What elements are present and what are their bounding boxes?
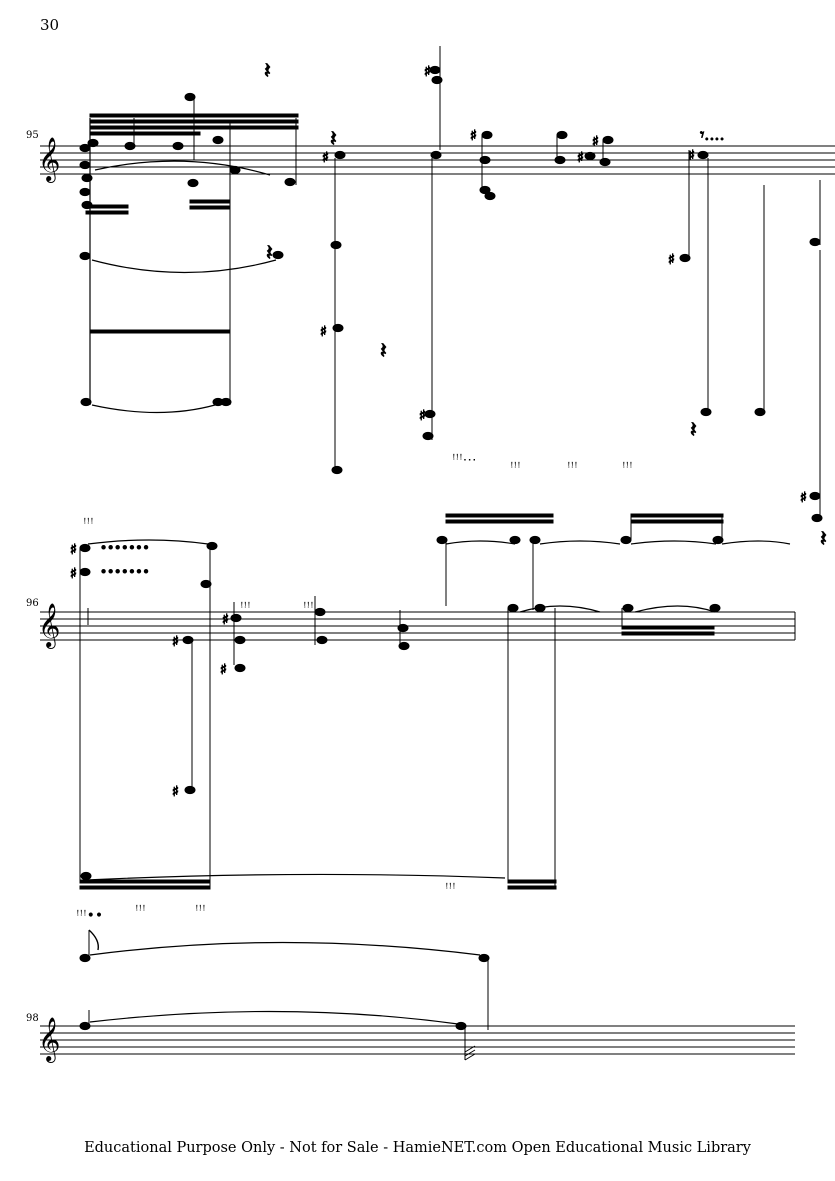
measure-number-95: 95 (26, 130, 39, 141)
svg-text:♯: ♯ (424, 64, 431, 80)
notes-system-95: 𝄽 𝄽 𝄽 𝄽 ♯ ♯ ♯ ♯ ♯ ♯ ♯ (79, 46, 821, 475)
page-number: 30 (40, 16, 60, 34)
svg-text:𝄽: 𝄽 (690, 418, 697, 443)
svg-text:ꜝꜝꜝ: ꜝꜝꜝ (510, 460, 521, 476)
svg-text:ꜝꜝꜝ: ꜝꜝꜝ (240, 600, 251, 616)
ornament-marks-96: ꜝꜝꜝ ꜝꜝꜝ ꜝꜝꜝ ꜝꜝꜝ•• ꜝꜝꜝ ꜝꜝꜝ ꜝꜝꜝ (76, 516, 456, 924)
svg-text:♯: ♯ (419, 408, 426, 424)
svg-text:♯: ♯ (70, 566, 77, 582)
svg-text:♯: ♯ (800, 490, 807, 506)
measure-number-98: 98 (26, 1013, 39, 1024)
svg-text:ꜝꜝꜝ: ꜝꜝꜝ (445, 881, 456, 897)
svg-text:♯: ♯ (592, 134, 599, 150)
svg-text:♯: ♯ (70, 542, 77, 558)
svg-text:♯: ♯ (220, 662, 227, 678)
staff-system-98 (40, 1025, 795, 1055)
svg-text:♯: ♯ (172, 784, 179, 800)
notes-system-98 (79, 929, 490, 1061)
svg-text:ꜝꜝꜝ: ꜝꜝꜝ (303, 600, 314, 616)
svg-text:•••••••: ••••••• (100, 541, 150, 555)
svg-text:𝄾....: 𝄾.... (700, 125, 725, 144)
svg-text:ꜝꜝꜝ⋯: ꜝꜝꜝ⋯ (452, 452, 477, 468)
staff-system-95 (40, 145, 835, 175)
svg-text:ꜝꜝꜝ: ꜝꜝꜝ (83, 516, 94, 532)
ornament-marks-95: ꜝꜝꜝ⋯ ꜝꜝꜝ ꜝꜝꜝ ꜝꜝꜝ (452, 452, 633, 476)
svg-text:♯: ♯ (668, 252, 675, 268)
svg-text:♯: ♯ (322, 150, 329, 166)
svg-text:𝄽: 𝄽 (330, 127, 337, 152)
svg-text:♯: ♯ (577, 150, 584, 166)
footer-license: Educational Purpose Only - Not for Sale … (84, 1140, 751, 1156)
svg-text:ꜝꜝꜝ••: ꜝꜝꜝ•• (76, 908, 103, 924)
svg-text:ꜝꜝꜝ: ꜝꜝꜝ (567, 460, 578, 476)
svg-text:•••••••: ••••••• (100, 565, 150, 579)
svg-text:♯: ♯ (172, 634, 179, 650)
treble-clef-icon: 𝄞 (38, 603, 60, 649)
treble-clef-icon: 𝄞 (38, 1017, 60, 1063)
notes-system-96: ♯ ♯ ••••••• ••••••• ♯ ♯ ♯ ♯ (70, 250, 827, 890)
svg-text:♯: ♯ (688, 148, 695, 164)
svg-text:ꜝꜝꜝ: ꜝꜝꜝ (195, 903, 206, 919)
svg-text:ꜝꜝꜝ: ꜝꜝꜝ (135, 903, 146, 919)
measure-number-96: 96 (26, 598, 39, 609)
treble-clef-icon: 𝄞 (38, 137, 60, 183)
svg-text:♯: ♯ (470, 128, 477, 144)
svg-text:♯: ♯ (320, 324, 327, 340)
svg-text:𝄽: 𝄽 (266, 241, 273, 266)
svg-text:𝄽: 𝄽 (380, 339, 387, 364)
svg-text:𝄽: 𝄽 (820, 527, 827, 552)
svg-text:𝄽: 𝄽 (264, 59, 271, 84)
svg-text:♯: ♯ (222, 612, 229, 628)
svg-text:ꜝꜝꜝ: ꜝꜝꜝ (622, 460, 633, 476)
